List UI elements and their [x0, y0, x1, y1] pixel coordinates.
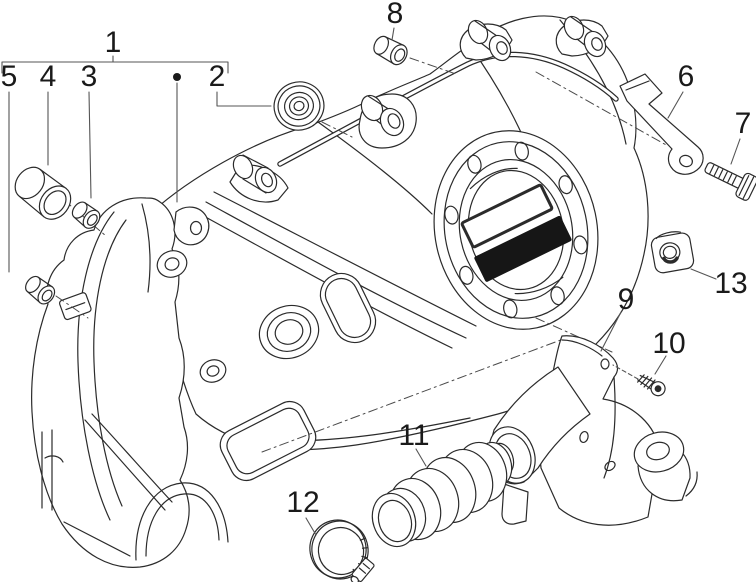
- callout-2-label: 2: [208, 60, 226, 93]
- mounting-ear-a: [358, 93, 417, 149]
- callout-11-leader: [415, 448, 427, 467]
- inner-cover: [31, 197, 229, 568]
- callout-1-label: 1: [104, 26, 122, 59]
- mounting-ear-c: [555, 15, 609, 58]
- callout-6-label: 6: [677, 60, 695, 93]
- callout-12-leader: [305, 517, 317, 536]
- callout-8-label: 8: [386, 0, 404, 30]
- part-12-hose-clamp: [309, 519, 375, 582]
- callout-leaders: [1, 27, 741, 536]
- callout-10-dashed-leader: [612, 364, 639, 380]
- callout-3-label: 3: [80, 60, 98, 93]
- callout-8-leader: [391, 27, 395, 41]
- callout-7-label: 7: [734, 107, 752, 140]
- callout-13-leader: [690, 268, 717, 280]
- mounting-ear-left: [229, 154, 289, 203]
- part-4-sleeve: [14, 166, 72, 220]
- callout-5-label: 5: [0, 60, 18, 93]
- callout-1-bracket: [1, 61, 229, 74]
- callout-7-leader: [730, 138, 741, 165]
- callout-10-leader: [654, 355, 667, 375]
- part-10-screw: [637, 374, 666, 397]
- callout-11-label: 11: [398, 419, 430, 452]
- callout-10-label: 10: [652, 327, 686, 360]
- mounting-ear-b: [459, 19, 513, 62]
- intake-vent-plate: [460, 183, 572, 282]
- part-7-bolt: [704, 162, 756, 201]
- callout-9-label: 9: [617, 283, 635, 316]
- part-2-bearing: [273, 81, 325, 131]
- callout-12-label: 12: [286, 486, 320, 519]
- callout-2-leader: [216, 91, 272, 107]
- inspection-opening: [319, 272, 377, 344]
- part-13-nut: [650, 231, 695, 274]
- callout-13-label: 13: [714, 267, 748, 300]
- part-11-bellows-hose: [371, 441, 515, 548]
- callout-3-leader: [88, 91, 92, 199]
- callout-6-leader: [667, 91, 684, 119]
- part-6-retainer-lever: [619, 73, 704, 175]
- alignment-lines: [55, 57, 669, 453]
- air-duct-spout: [219, 400, 317, 482]
- part-5-bushing: [25, 275, 56, 305]
- assembly-ref-dot: [173, 73, 181, 81]
- callout-9-leader: [600, 311, 622, 352]
- part-3-bushing: [71, 201, 101, 229]
- part-8-bushing: [373, 35, 408, 66]
- clutch-cover-flange: [433, 130, 599, 330]
- callout-4-label: 4: [39, 60, 57, 93]
- part-9-intake-elbow: [488, 335, 698, 526]
- cover-boss-ring: [258, 304, 320, 360]
